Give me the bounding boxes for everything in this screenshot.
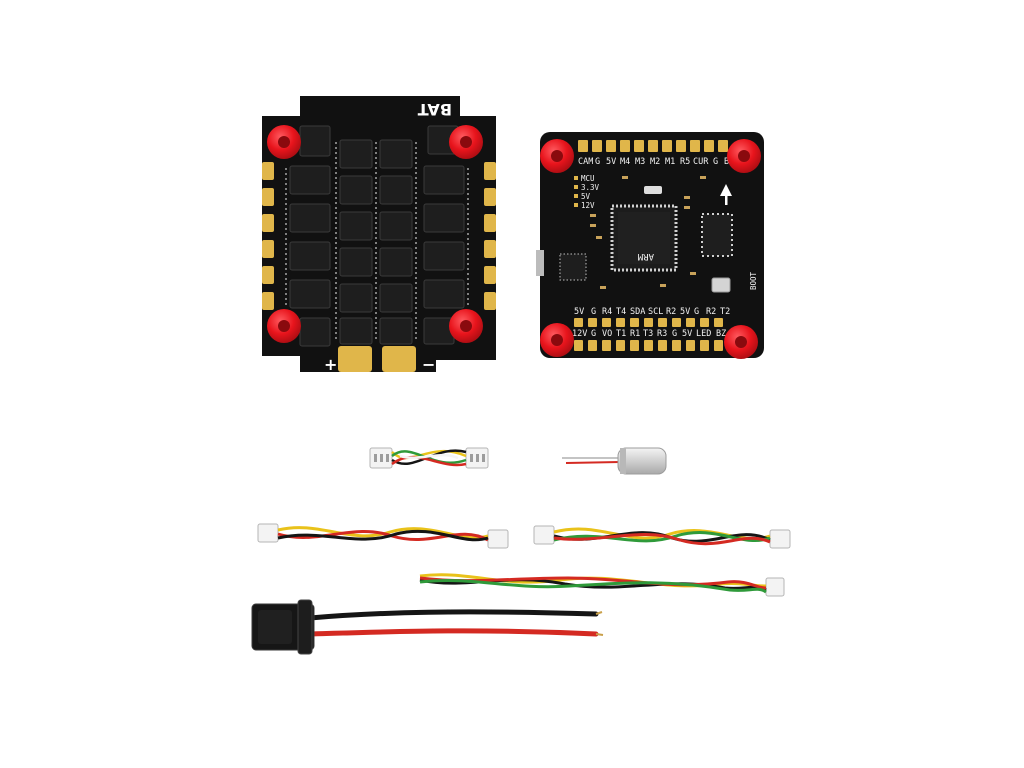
flight-controller-board: CAM G 5V M4 M3 M2 M1 R5 CUR G BAT MCU 3.…: [536, 132, 764, 359]
svg-text:G: G: [591, 329, 596, 339]
svg-text:12V: 12V: [572, 329, 587, 339]
svg-text:5V: 5V: [680, 307, 690, 317]
fc-voltage-legend: MCU 3.3V 5V 12V: [574, 174, 600, 210]
fc-mcu-mark: ARM: [637, 251, 654, 261]
svg-text:T3: T3: [643, 329, 653, 339]
svg-text:VO: VO: [602, 329, 612, 339]
svg-text:MCU: MCU: [581, 174, 595, 183]
twisted-cable-left: [257, 523, 509, 549]
svg-text:G: G: [694, 307, 699, 317]
svg-text:T4: T4: [616, 307, 626, 317]
svg-text:SDA: SDA: [630, 307, 645, 317]
fc-standoffs: [540, 139, 761, 359]
xt60-power-lead: [251, 599, 604, 655]
svg-text:5V: 5V: [581, 192, 591, 201]
svg-text:T1: T1: [616, 329, 626, 339]
fc-usb-port: [536, 250, 544, 276]
svg-text:T2: T2: [720, 307, 730, 317]
svg-text:M4: M4: [620, 157, 630, 167]
fc-gyro-chip: [559, 253, 587, 281]
svg-text:SCL: SCL: [648, 307, 663, 317]
esc-plus-label: +: [324, 355, 337, 374]
twisted-cable-long: [419, 573, 785, 597]
svg-text:G: G: [591, 307, 596, 317]
svg-text:R3: R3: [657, 329, 667, 339]
svg-text:5V: 5V: [682, 329, 692, 339]
svg-text:5V: 5V: [606, 157, 616, 167]
fc-row2-labels: 12V G VO T1 R1 T3 R3 G 5V LED BZ: [572, 329, 726, 339]
fc-row1-labels: 5V G R4 T4 SDA SCL R2 5V G R2 T2: [574, 307, 730, 317]
fc-crystal: [644, 186, 662, 194]
svg-text:LED: LED: [696, 329, 711, 339]
svg-text:BZ: BZ: [716, 329, 726, 339]
fc-flash-chip: [701, 213, 733, 257]
svg-text:M1: M1: [665, 157, 675, 167]
twisted-cable-right: [533, 525, 791, 549]
esc-power-pad-negative: [382, 346, 416, 372]
svg-text:CUR: CUR: [693, 157, 709, 167]
svg-text:G: G: [672, 329, 677, 339]
svg-text:G: G: [595, 157, 600, 167]
short-jst-cable: [369, 447, 489, 469]
svg-text:R2: R2: [706, 307, 716, 317]
capacitor: [562, 447, 667, 475]
svg-text:R5: R5: [680, 157, 690, 167]
svg-text:12V: 12V: [581, 201, 595, 210]
svg-text:R1: R1: [630, 329, 640, 339]
fc-bottom-pads: [574, 318, 723, 351]
esc-minus-label: −: [422, 355, 435, 374]
svg-text:M2: M2: [650, 157, 660, 167]
fc-orientation-arrow-icon: [720, 184, 732, 205]
esc-bat-label: BAT: [418, 100, 452, 119]
svg-text:5V: 5V: [574, 307, 584, 317]
svg-text:CAM: CAM: [578, 157, 593, 167]
esc-mosfet-array: [289, 125, 465, 347]
esc-standoffs: [267, 125, 483, 343]
esc-motor-pads-right: [484, 162, 496, 310]
fc-top-pads: [578, 140, 728, 152]
svg-text:M3: M3: [635, 157, 645, 167]
svg-text:R4: R4: [602, 307, 612, 317]
fc-boot-button: [711, 277, 731, 293]
svg-text:3.3V: 3.3V: [581, 183, 600, 192]
esc-motor-pads-left: [262, 162, 274, 310]
esc-board: BAT: [262, 96, 496, 374]
fc-boot-label: BOOT: [749, 271, 758, 290]
esc-power-pad-positive: [338, 346, 372, 372]
svg-text:R2: R2: [666, 307, 676, 317]
svg-text:G: G: [713, 157, 718, 167]
